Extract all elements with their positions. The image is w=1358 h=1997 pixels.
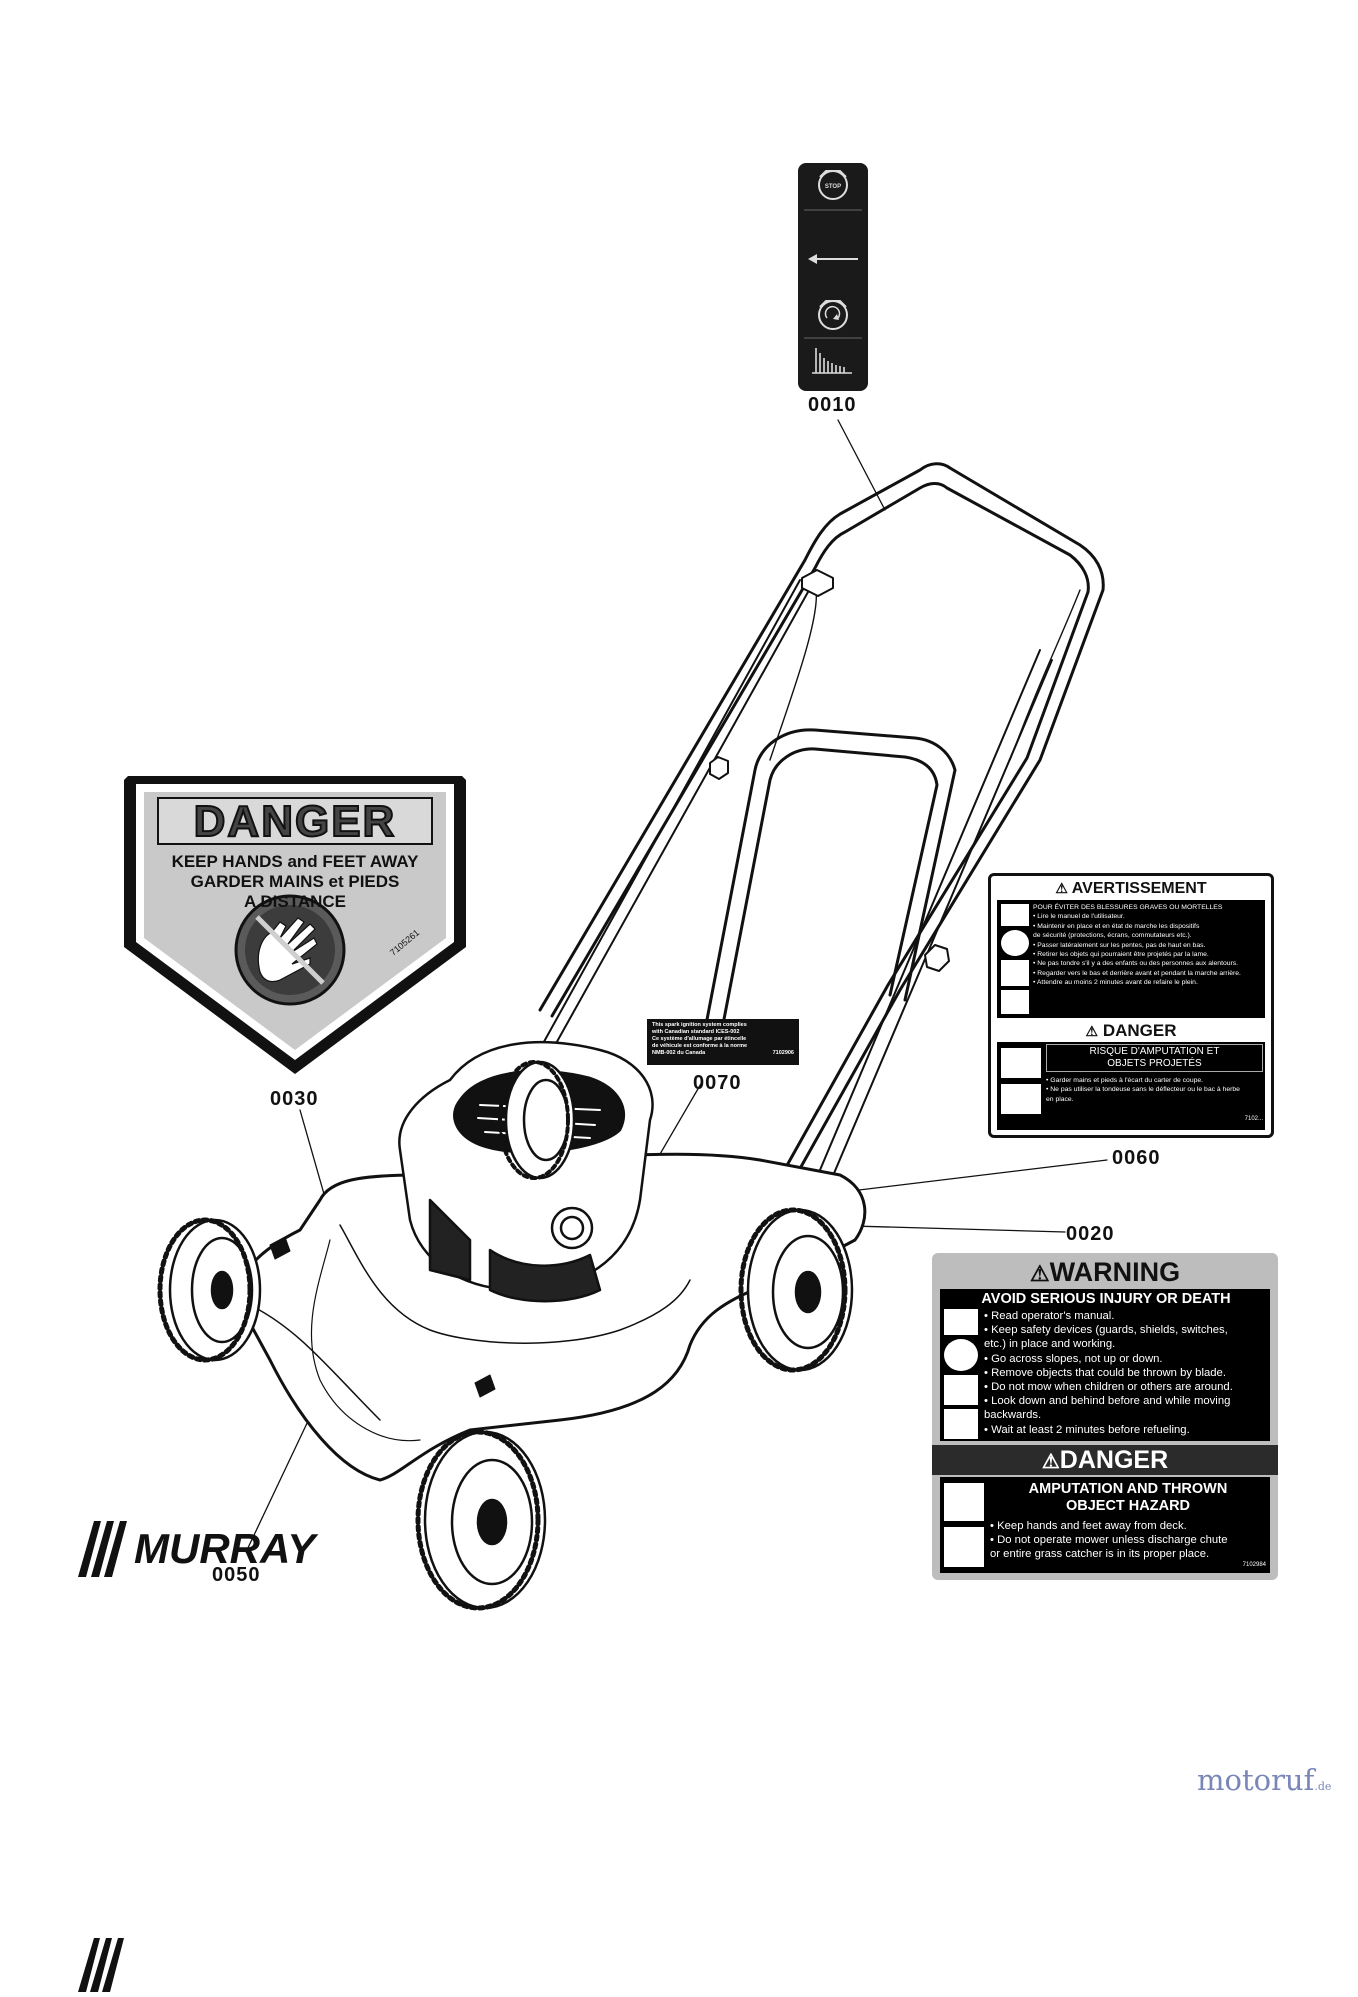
fire-icon (1001, 990, 1029, 1014)
warning-hazard-2: OBJECT HAZARD (1065, 1498, 1191, 1514)
brand-slash-icon (78, 1521, 127, 1577)
stop-icon (818, 170, 849, 200)
warning-subtitle: AVOID SERIOUS INJURY OR DEATH (981, 1291, 1231, 1307)
danger-diamond-decal: DANGER KEEP HANDS and FEET AWAY GARDER M… (120, 772, 470, 1077)
hand-prohibition-icon (234, 894, 346, 1006)
avertissement-bottom2: • Ne pas utiliser la tondeuse sans le dé… (1046, 1086, 1240, 1094)
spark-fr-2: de véhicule est conforme à la norme (652, 1043, 748, 1049)
warning-danger-title: DANGER (1059, 1446, 1169, 1474)
warning-bullets: • Read operator's manual. • Keep safety … (984, 1310, 1233, 1436)
danger-diamond-line3: A DISTANCE (244, 892, 346, 911)
brand-name: MURRAY (134, 1525, 316, 1572)
danger-diamond-line1: KEEP HANDS and FEET AWAY (171, 852, 419, 871)
warning-decal: ⚠WARNING AVOID SERIOUS INJURY OR DEATH •… (932, 1253, 1278, 1580)
callout-0060: 0060 (1112, 1147, 1161, 1169)
manual-icon (1001, 904, 1029, 926)
operator-manual-icon (944, 1309, 978, 1335)
callout-0030: 0030 (270, 1088, 319, 1110)
avertissement-part-no: 7102... (1244, 1116, 1263, 1122)
thrown-objects-icon (1001, 1084, 1041, 1114)
blade-hand-icon (1001, 1048, 1041, 1078)
danger-diamond-line2: GARDER MAINS et PIEDS (190, 872, 400, 891)
rear-left-wheel (498, 1060, 576, 1180)
spark-en-2: with Canadian standard ICES-002 (652, 1029, 740, 1035)
thrown-object-icon (944, 1375, 978, 1405)
watermark-tld: .de (1314, 1780, 1332, 1793)
arrow-left-icon (808, 254, 858, 264)
thrown-object-icon (1001, 960, 1029, 986)
wheels (157, 1060, 854, 1611)
spark-ignition-decal: This spark ignition system complies with… (647, 1019, 799, 1065)
spark-part-no: 7102906 (772, 1050, 794, 1056)
blade-hand-icon (944, 1483, 984, 1521)
callout-0050: 0050 (212, 1564, 261, 1586)
warning-triangle-icon: ⚠ (1055, 880, 1068, 896)
thrown-objects-icon (944, 1527, 984, 1567)
watermark-name: motoruf (1197, 1763, 1315, 1797)
avertissement-text: POUR ÉVITER DES BLESSURES GRAVES OU MORT… (1033, 904, 1241, 987)
no-children-icon (944, 1339, 978, 1371)
avertissement-sub2: OBJETS PROJETÉS (1107, 1058, 1202, 1069)
handle (519, 462, 1105, 1242)
front-left-wheel (157, 1217, 262, 1363)
warning-triangle-icon: ⚠ (1029, 1261, 1050, 1286)
warning-title: WARNING (1049, 1257, 1181, 1287)
avertissement-title: AVERTISSEMENT (1071, 880, 1207, 897)
spark-fr-3: NMB-002 du Canada (652, 1050, 706, 1056)
fire-icon (944, 1409, 978, 1439)
spark-en-1: This spark ignition system complies (652, 1022, 747, 1028)
rear-right-wheel (738, 1207, 854, 1373)
callout-0020: 0020 (1066, 1223, 1115, 1245)
avertissement-decal: ⚠ AVERTISSEMENT POUR ÉVITER DES BLESSURE… (988, 873, 1274, 1138)
engine-run-icon (818, 300, 849, 330)
callout-0070: 0070 (693, 1072, 742, 1094)
watermark: motoruf.de (1197, 1763, 1331, 1797)
danger-diamond-title: DANGER (193, 797, 397, 846)
avertissement-bottom3: en place. (1046, 1095, 1074, 1103)
stop-label: STOP (825, 184, 841, 190)
control-decal: STOP (798, 163, 868, 391)
avertissement-sub1: RISQUE D'AMPUTATION ET (1089, 1046, 1220, 1057)
brand-logo: MURRAY (76, 1515, 426, 1577)
grass-height-icon (812, 348, 852, 374)
danger-triangle-icon: ⚠ (1041, 1451, 1060, 1473)
spark-fr-1: Ce système d'allumage par étincelle (652, 1036, 747, 1042)
warning-hazard-1: AMPUTATION AND THROWN (1028, 1481, 1228, 1497)
callout-0010: 0010 (808, 394, 857, 416)
warning-bottom-bullets: • Keep hands and feet away from deck. • … (990, 1520, 1228, 1561)
danger-triangle-icon: ⚠ (1085, 1023, 1099, 1039)
front-right-wheel (415, 1429, 547, 1611)
mower-drawing (157, 419, 1108, 1611)
avertissement-bottom1: • Garder mains et pieds à l'écart du car… (1046, 1077, 1204, 1084)
avertissement-danger-title: DANGER (1102, 1021, 1177, 1040)
no-children-icon (1001, 930, 1029, 956)
warning-part-no: 7102984 (1242, 1562, 1266, 1568)
